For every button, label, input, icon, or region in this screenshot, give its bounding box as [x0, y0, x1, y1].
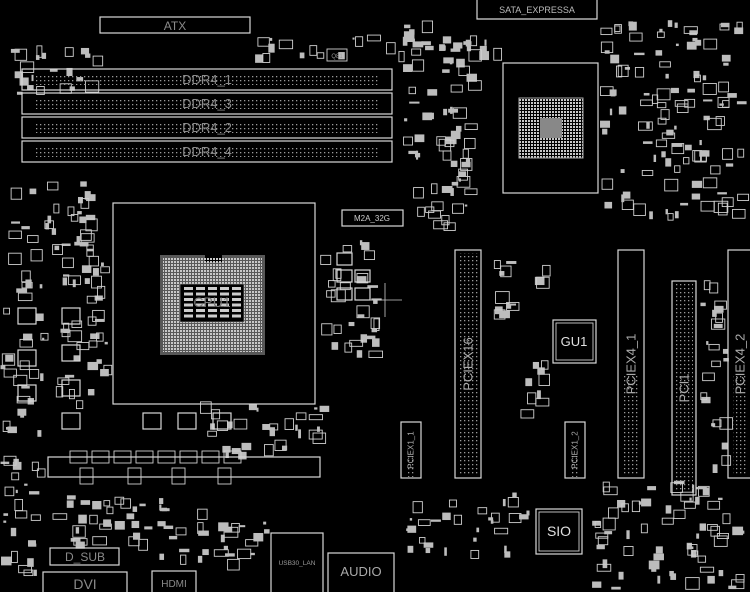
ddr-slot[interactable]: DDR4_2 — [21, 116, 393, 139]
slot-label: PCIEX4_1 — [623, 334, 638, 395]
slot-pciex4-1[interactable]: PCIEX4_1 — [617, 249, 645, 479]
dsub-connector[interactable]: D_SUB — [49, 547, 120, 566]
sio-chip[interactable]: SIO — [535, 508, 583, 555]
usb-lan-connector[interactable]: USB30_LAN — [270, 532, 324, 592]
slot-label: PCIEX1_1 — [407, 431, 416, 469]
ddr-slot-label: DDR4_3 — [182, 96, 232, 111]
cpu-label: CPU1 — [193, 294, 231, 310]
ddr-slot-label: DDR4_2 — [182, 120, 232, 135]
slot-label: PCI1 — [676, 374, 691, 403]
slot-pciex16[interactable]: PCIEX16 — [454, 249, 482, 479]
cpu-socket[interactable]: CPU1 — [112, 202, 316, 405]
slot-pciex4-2[interactable]: PCIEX4_2 — [727, 249, 750, 479]
ddr-slot[interactable]: DDR4_4 — [21, 140, 393, 163]
audio-label: AUDIO — [340, 564, 381, 579]
slot-pciex1-2[interactable]: PCIEX1_2 — [564, 421, 586, 479]
sata-express-connector[interactable]: SATA_EXPRESSA — [476, 0, 598, 20]
q81-chip[interactable]: Q81 — [326, 48, 348, 62]
usb-lan-label: USB30_LAN — [279, 560, 316, 567]
ddr-slot[interactable]: DDR4_1 — [21, 68, 393, 91]
gu1-label: GU1 — [561, 334, 588, 349]
gu1-chip[interactable]: GU1 — [552, 319, 597, 364]
slot-pci1[interactable]: PCI1 — [671, 280, 697, 496]
m2-label: M2A_32G — [354, 214, 390, 223]
dvi-label: DVI — [73, 576, 96, 592]
ddr-slot-label: DDR4_1 — [182, 72, 232, 87]
slot-label: PCIEX1_2 — [571, 431, 580, 469]
slot-label: PCIEX4_2 — [732, 334, 747, 395]
sata-label: SATA_EXPRESSA — [499, 5, 575, 15]
audio-connector[interactable]: AUDIO — [327, 552, 395, 592]
slot-label: PCIEX16 — [460, 337, 475, 390]
dvi-connector[interactable]: DVI — [42, 571, 128, 592]
ddr-slot-label: DDR4_4 — [182, 144, 232, 159]
atx-connector[interactable]: ATX — [99, 16, 251, 34]
small-components — [0, 20, 750, 590]
crosshair-cursor — [368, 283, 402, 317]
sio-label: SIO — [547, 523, 571, 539]
q81-label: Q81 — [331, 54, 343, 60]
dsub-label: D_SUB — [65, 550, 105, 564]
chipset[interactable] — [502, 62, 599, 194]
hdmi-label: HDMI — [161, 579, 187, 590]
ddr-slot[interactable]: DDR4_3 — [21, 92, 393, 115]
slot-pciex1-1[interactable]: PCIEX1_1 — [400, 421, 422, 479]
m2-slot[interactable]: M2A_32G — [341, 209, 404, 227]
atx-label: ATX — [164, 19, 186, 33]
hdmi-connector[interactable]: HDMI — [151, 570, 197, 592]
